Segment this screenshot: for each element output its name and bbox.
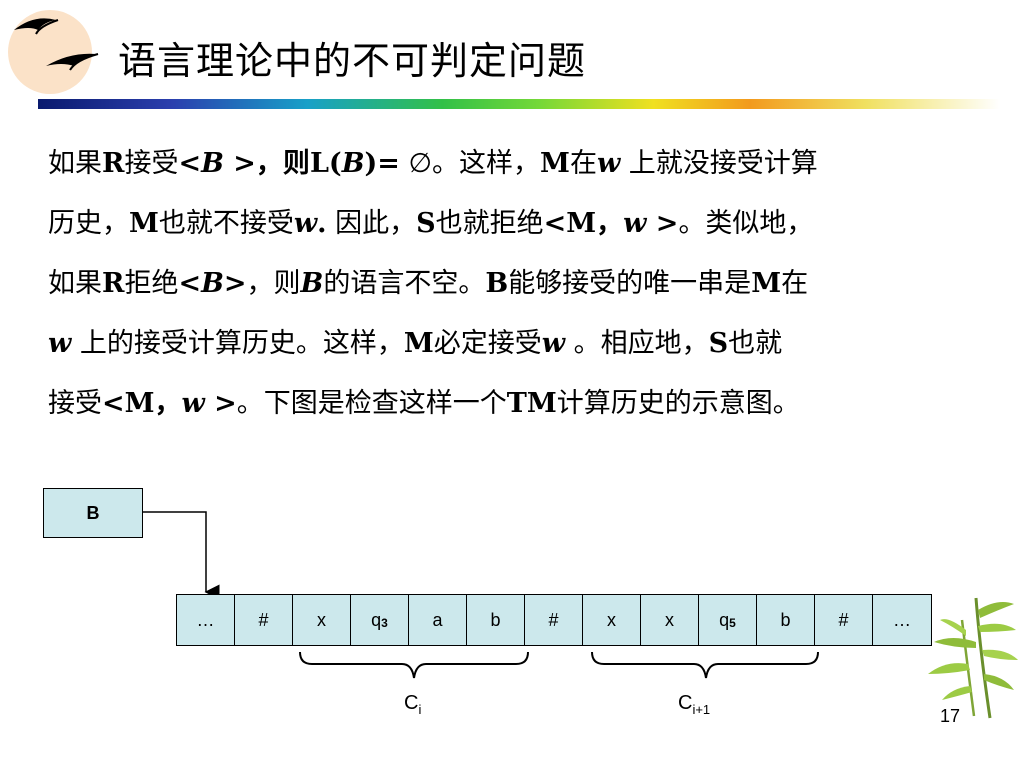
title-underline-gradient — [38, 99, 1000, 109]
tape-cell: b — [757, 595, 815, 645]
tape-cell: … — [873, 595, 931, 645]
brace-ci — [299, 651, 529, 679]
tape-cell: # — [235, 595, 293, 645]
tape-cell: x — [293, 595, 351, 645]
brace-label-ci: Ci — [404, 692, 422, 717]
b-box: B — [43, 488, 143, 538]
tape-cell: x — [641, 595, 699, 645]
bamboo-icon — [928, 597, 1018, 719]
tape-cell: a — [409, 595, 467, 645]
tape-cell: b — [467, 595, 525, 645]
paragraph-line-5: 接受<M，w >。下图是检查这样一个TM计算历史的示意图。 — [48, 388, 800, 419]
paragraph-line-2: 历史，M也就不接受w. 因此，S也就拒绝<M，w >。类似地， — [48, 208, 814, 239]
body-paragraph: 如果R接受<B >，则L(B)= ∅。这样，M在w 上就没接受计算 历史，M也就… — [48, 134, 978, 434]
slide-title: 语言理论中的不可判定问题 — [118, 39, 587, 83]
b-to-tape-arrow — [142, 511, 220, 600]
paragraph-line-3: 如果R拒绝<B>，则B的语言不空。B能够接受的唯一串是M在 — [48, 268, 809, 299]
brace-ci-plus-1 — [591, 651, 819, 679]
tape-cell: # — [815, 595, 873, 645]
tape-cell: … — [177, 595, 235, 645]
brace-label-ci-plus-1: Ci+1 — [678, 692, 711, 717]
birds-logo-icon — [8, 10, 99, 94]
page-number: 17 — [940, 706, 961, 726]
tape-cell: # — [525, 595, 583, 645]
paragraph-line-1: 如果R接受<B >，则L(B)= ∅。这样，M在w 上就没接受计算 — [48, 148, 818, 179]
tape-cell: x — [583, 595, 641, 645]
paragraph-line-4: w 上的接受计算历史。这样，M必定接受w 。相应地，S也就 — [48, 328, 783, 359]
